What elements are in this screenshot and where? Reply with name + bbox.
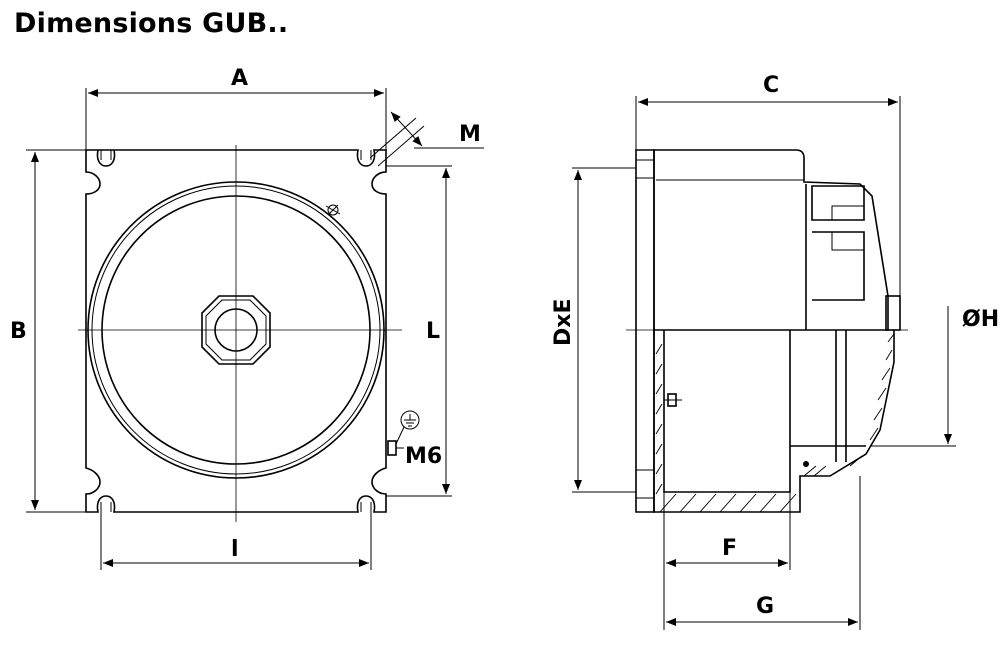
dim-label-A: A xyxy=(231,66,248,91)
dim-label-L: L xyxy=(426,319,440,344)
dim-label-M6: M6 xyxy=(405,444,442,469)
dim-label-B: B xyxy=(10,319,27,344)
front-view: A B L l M M6 xyxy=(10,66,484,570)
section-hatching xyxy=(655,333,895,513)
center-nut xyxy=(201,295,271,365)
earth-symbol-icon xyxy=(400,410,420,430)
dim-label-G: G xyxy=(756,594,774,619)
dim-label-C: C xyxy=(763,73,779,98)
dim-label-H: ØH xyxy=(962,307,999,332)
dim-label-F: F xyxy=(722,536,737,561)
side-view: C DxE ØH F G xyxy=(551,73,999,630)
dim-label-M: M xyxy=(459,122,481,147)
upper-housing xyxy=(653,149,889,331)
dim-label-DxE: DxE xyxy=(551,299,576,346)
dim-label-l: l xyxy=(231,537,239,562)
page-title: Dimensions GUB.. xyxy=(14,8,289,39)
side-flange xyxy=(635,149,655,513)
